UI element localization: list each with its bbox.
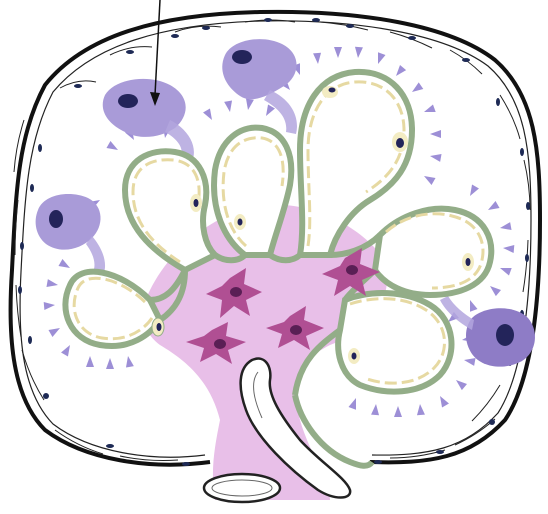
podocyte-2-nucleus xyxy=(232,50,252,64)
podocyte-4-nucleus xyxy=(496,324,514,346)
podocyte-2 xyxy=(222,39,296,99)
afferent-arteriole xyxy=(204,474,280,502)
capillary-loop-6 xyxy=(338,293,451,392)
capillary-loop-5 xyxy=(375,209,491,295)
podocyte-1-nucleus xyxy=(118,94,138,108)
podocyte-3-nucleus xyxy=(49,210,63,228)
capillary-loop-2 xyxy=(125,151,215,270)
